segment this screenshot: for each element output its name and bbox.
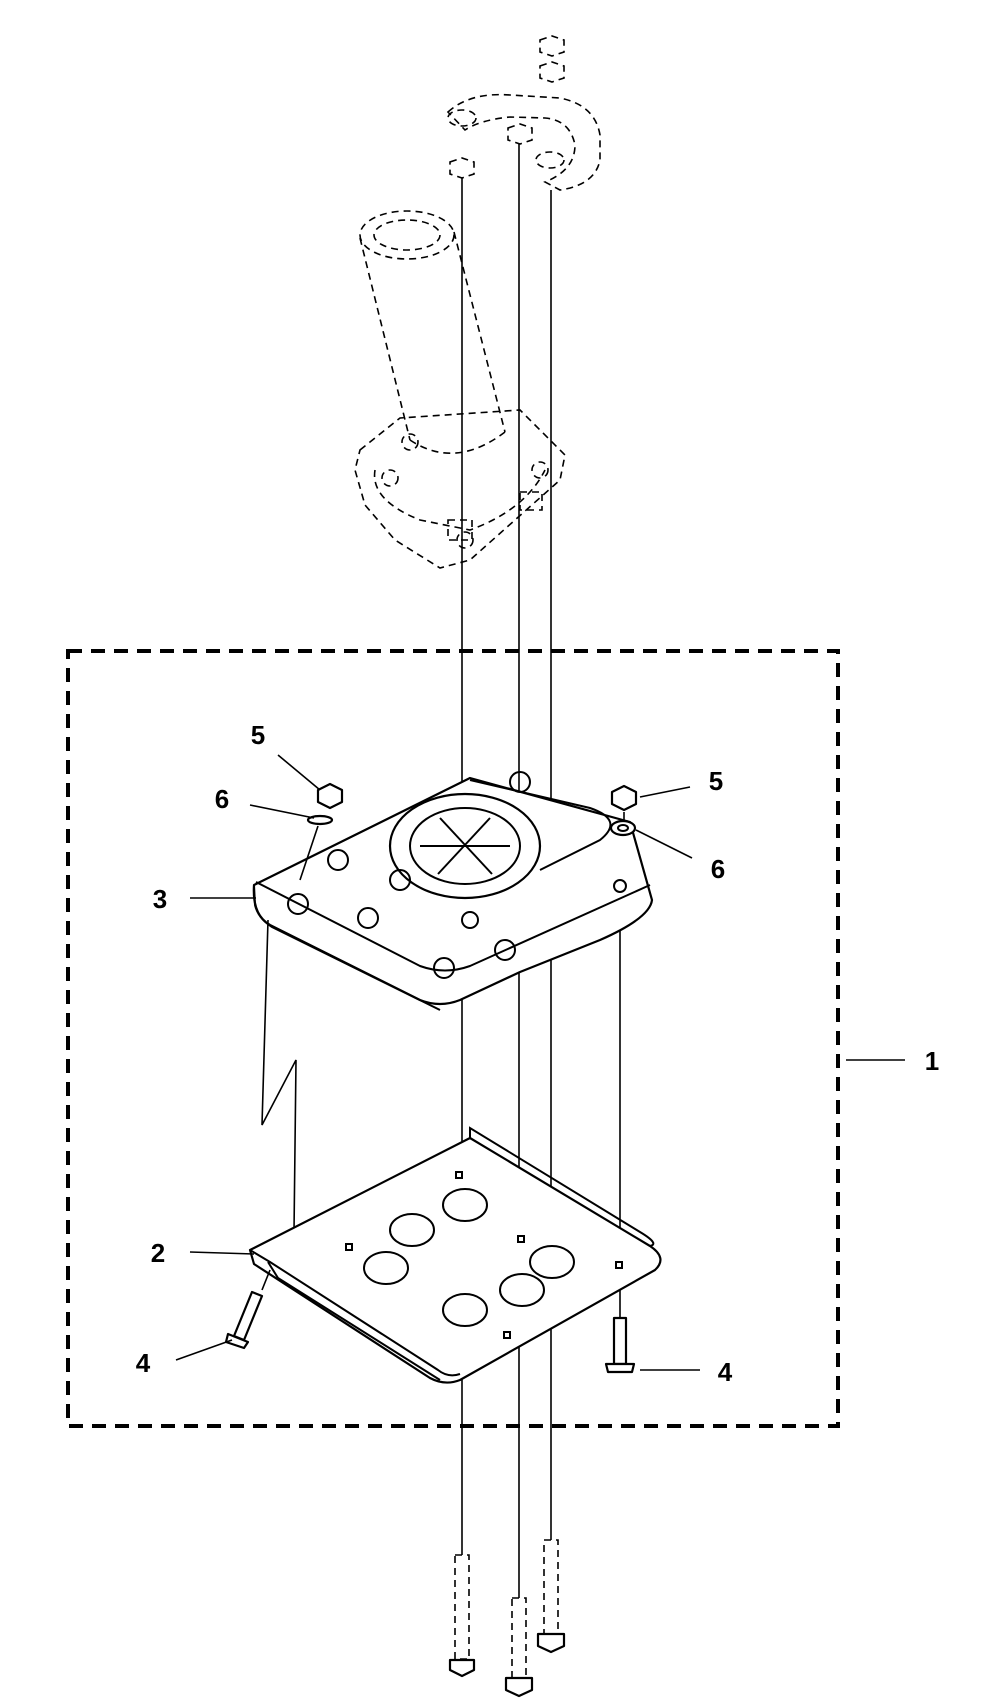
callout-4-left: 4 — [136, 1348, 151, 1378]
upper-plate-part-3 — [252, 771, 654, 1011]
nut-washer-right — [609, 784, 638, 837]
callout-6-right: 6 — [711, 854, 725, 884]
callout-4-right: 4 — [718, 1357, 733, 1387]
callout-5-right: 5 — [709, 766, 723, 796]
handle-bracket-reference — [446, 93, 601, 191]
nut-washer-left — [299, 782, 344, 881]
bolt-right-part-4 — [604, 1316, 636, 1374]
bottom-bolts-reference — [448, 1539, 566, 1698]
callout-2: 2 — [151, 1238, 165, 1268]
callout-6-left: 6 — [215, 784, 229, 814]
nut-top-stack — [449, 35, 565, 179]
callout-labels: 1 2 3 4 4 5 5 6 6 — [136, 720, 939, 1387]
tube-assembly-reference — [354, 210, 566, 569]
bolt-left-part-4 — [224, 1269, 271, 1350]
lower-plate-part-2 — [248, 1126, 662, 1384]
leader-lines — [175, 754, 905, 1371]
callout-3: 3 — [153, 884, 167, 914]
zigzag-guide — [261, 919, 297, 1259]
callout-1: 1 — [925, 1046, 939, 1076]
callout-5-left: 5 — [251, 720, 265, 750]
kit-boundary — [66, 649, 840, 1428]
